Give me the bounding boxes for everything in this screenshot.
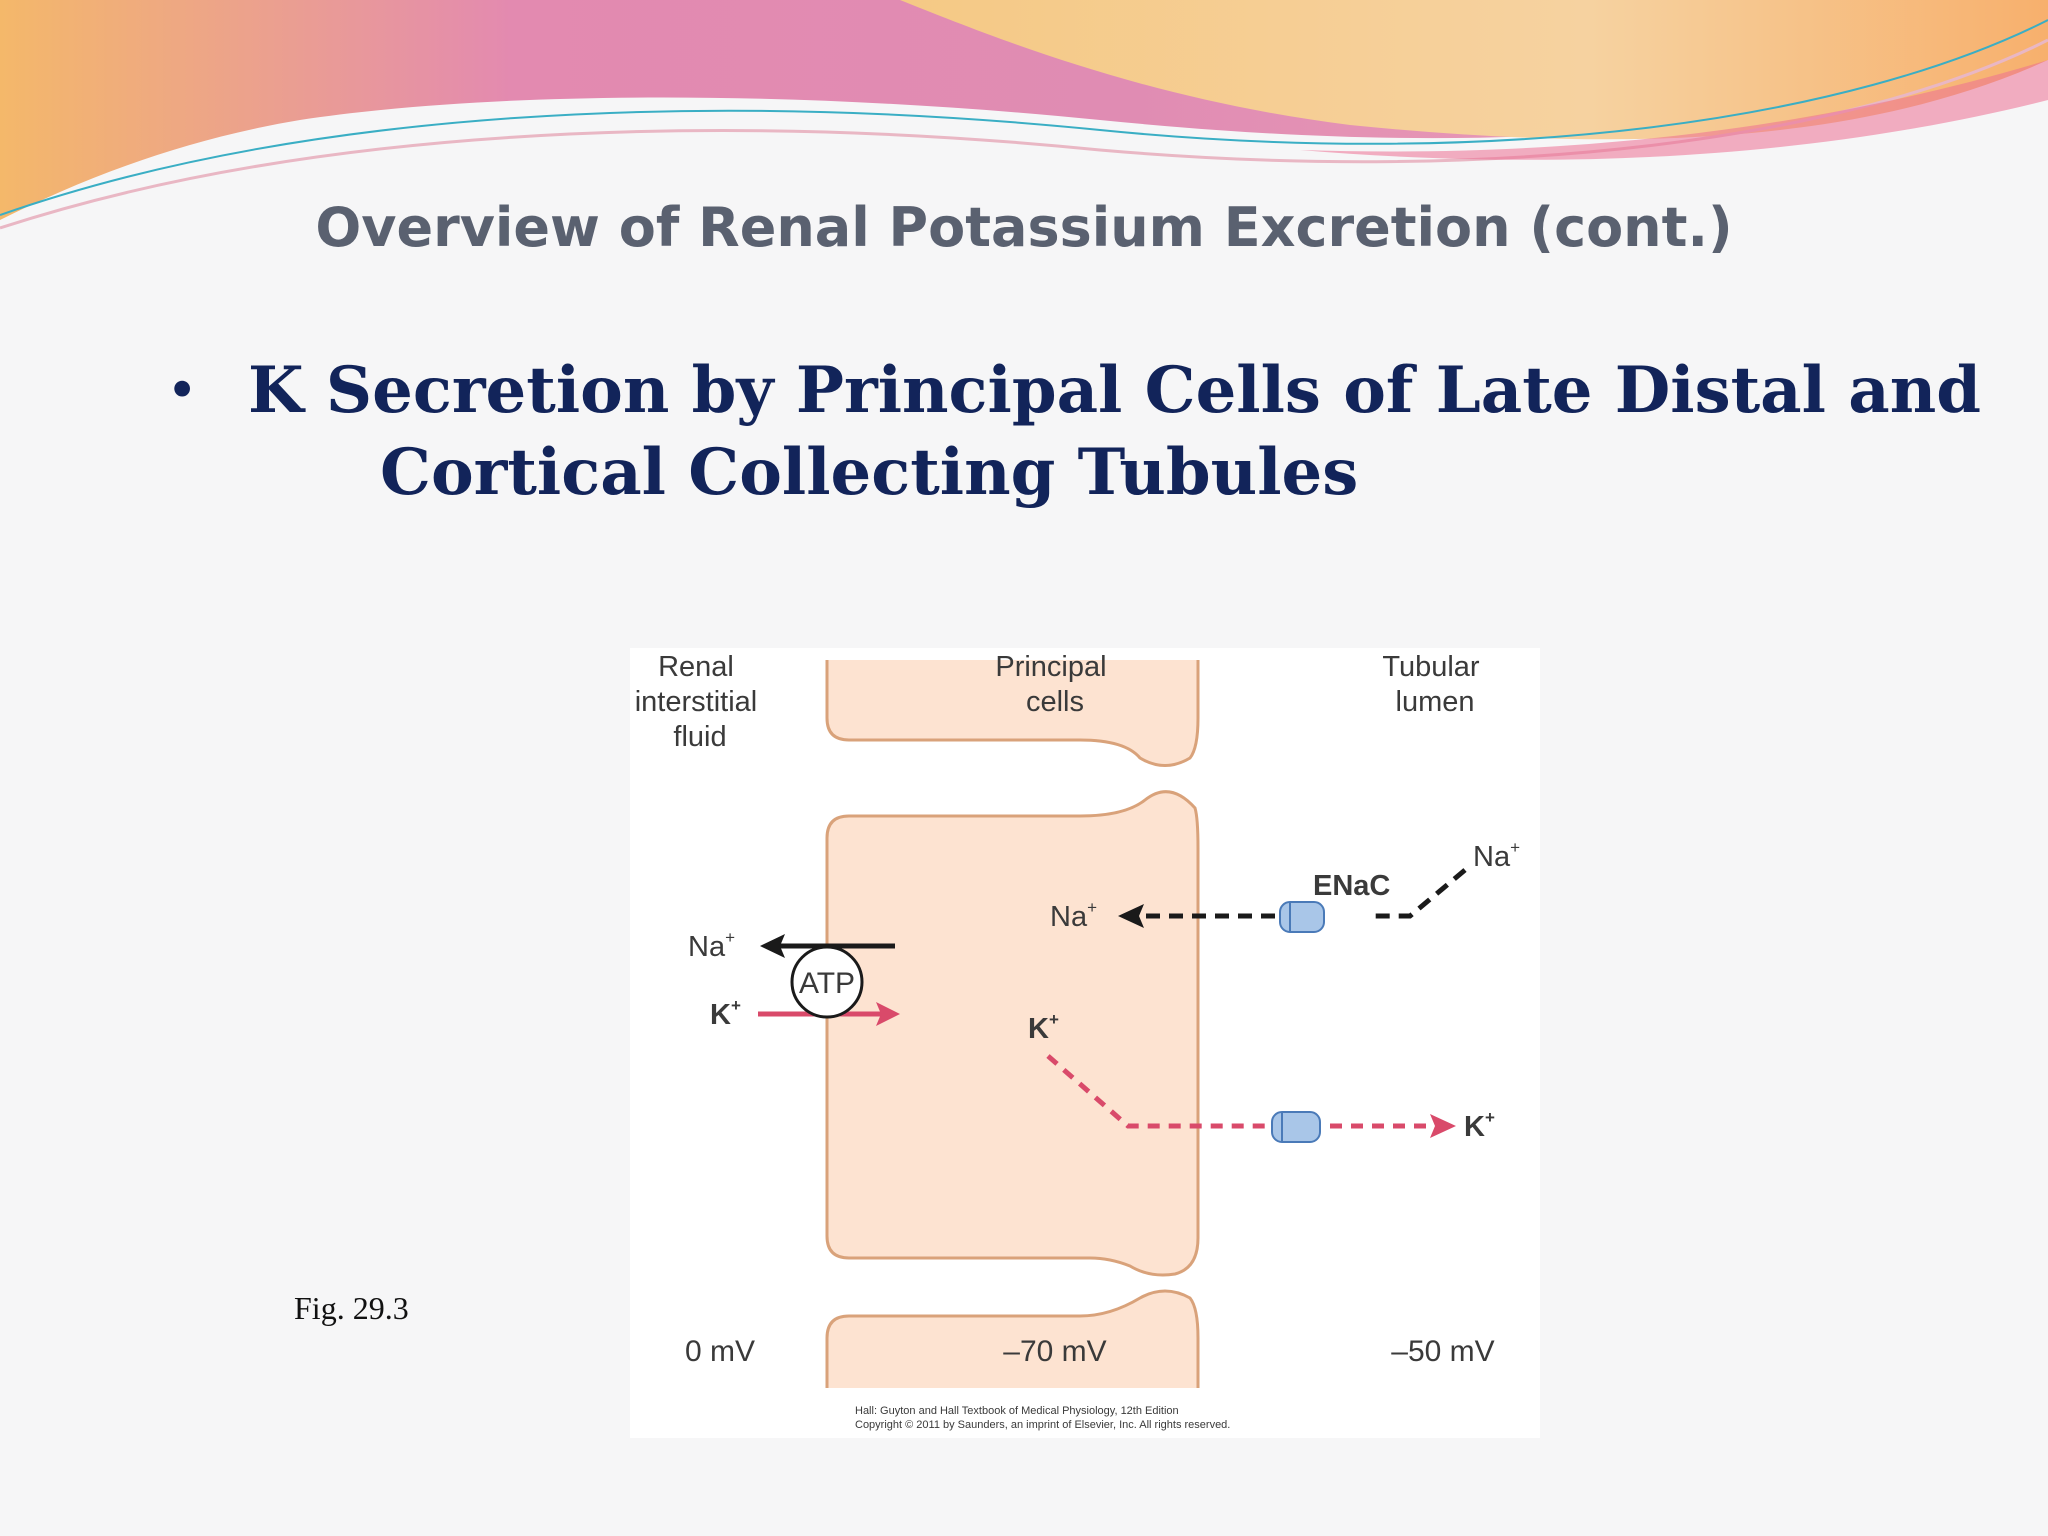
bullet-text-line-1: K Secretion by Principal Cells of Late D… bbox=[248, 353, 1981, 428]
na-right-label: Na+ bbox=[1473, 838, 1520, 873]
principal-cell bbox=[825, 790, 1200, 1277]
bullet-text-line-2: Cortical Collecting Tubules bbox=[380, 435, 1359, 510]
k-cell-dashed-path bbox=[1046, 1054, 1275, 1129]
voltage-lumen: –50 mV bbox=[1391, 1335, 1494, 1368]
bullet-icon: • bbox=[172, 356, 193, 421]
top-cell bbox=[825, 660, 1200, 767]
label-principal-cells: Principal cells bbox=[995, 651, 1114, 718]
figure-label: Fig. 29.3 bbox=[294, 1290, 409, 1326]
na-left-label: Na+ bbox=[688, 928, 735, 963]
copyright-line-2: Copyright © 2011 by Saunders, an imprint… bbox=[855, 1419, 1230, 1431]
k-secretion-arrowhead bbox=[1430, 1114, 1456, 1138]
k-influx-arrowhead bbox=[876, 1002, 900, 1026]
k-channel-icon bbox=[1271, 1111, 1321, 1143]
slide-title: Overview of Renal Potassium Excretion (c… bbox=[315, 196, 1733, 259]
na-uptake-arrowhead bbox=[1118, 904, 1144, 928]
k-right-label: K+ bbox=[1464, 1108, 1495, 1143]
voltage-interstitial: 0 mV bbox=[685, 1335, 755, 1368]
atp-pump-icon bbox=[790, 945, 864, 1019]
bottom-cell bbox=[825, 1289, 1200, 1388]
atp-label: ATP bbox=[799, 967, 855, 1000]
k-mid-label: K+ bbox=[1028, 1010, 1059, 1045]
enac-label: ENaC bbox=[1313, 870, 1390, 902]
header-wave-banner bbox=[0, 0, 2048, 230]
na-lumen-dashed-path bbox=[1370, 868, 1467, 919]
k-left-label: K+ bbox=[710, 996, 741, 1031]
principal-cell-diagram: Renal interstitial fluid Principal cells… bbox=[630, 648, 1540, 1438]
copyright-line-1: Hall: Guyton and Hall Textbook of Medica… bbox=[855, 1405, 1179, 1417]
na-efflux-arrowhead bbox=[760, 934, 785, 958]
na-mid-label: Na+ bbox=[1050, 898, 1097, 933]
enac-channel-icon bbox=[1279, 901, 1325, 933]
label-tubular-lumen: Tubular lumen bbox=[1382, 651, 1487, 718]
label-renal-interstitial-fluid: Renal interstitial fluid bbox=[635, 651, 766, 753]
voltage-cell: –70 mV bbox=[1003, 1335, 1106, 1368]
